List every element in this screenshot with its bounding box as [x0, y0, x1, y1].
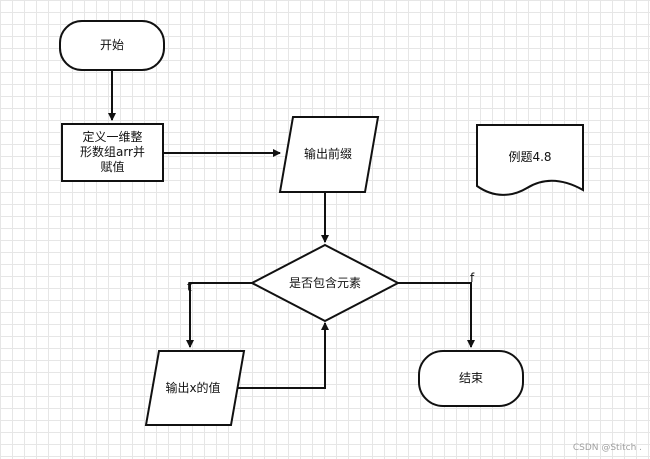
watermark: CSDN @Stitch .: [572, 443, 642, 453]
edge-label-true: t: [187, 280, 192, 294]
edge-label-false: f: [470, 271, 475, 285]
output-x-io: [144, 350, 246, 426]
start-terminator: [59, 20, 165, 71]
decision-diamond: [249, 243, 401, 323]
edge-decision-false: [398, 282, 475, 348]
output-prefix-io: [278, 116, 380, 193]
end-terminator: [418, 350, 524, 407]
edge-output-x-loop: [236, 322, 329, 389]
define-array-process: [61, 123, 164, 182]
edge-decision-true: [186, 282, 252, 348]
example-document-shape: [476, 124, 584, 196]
